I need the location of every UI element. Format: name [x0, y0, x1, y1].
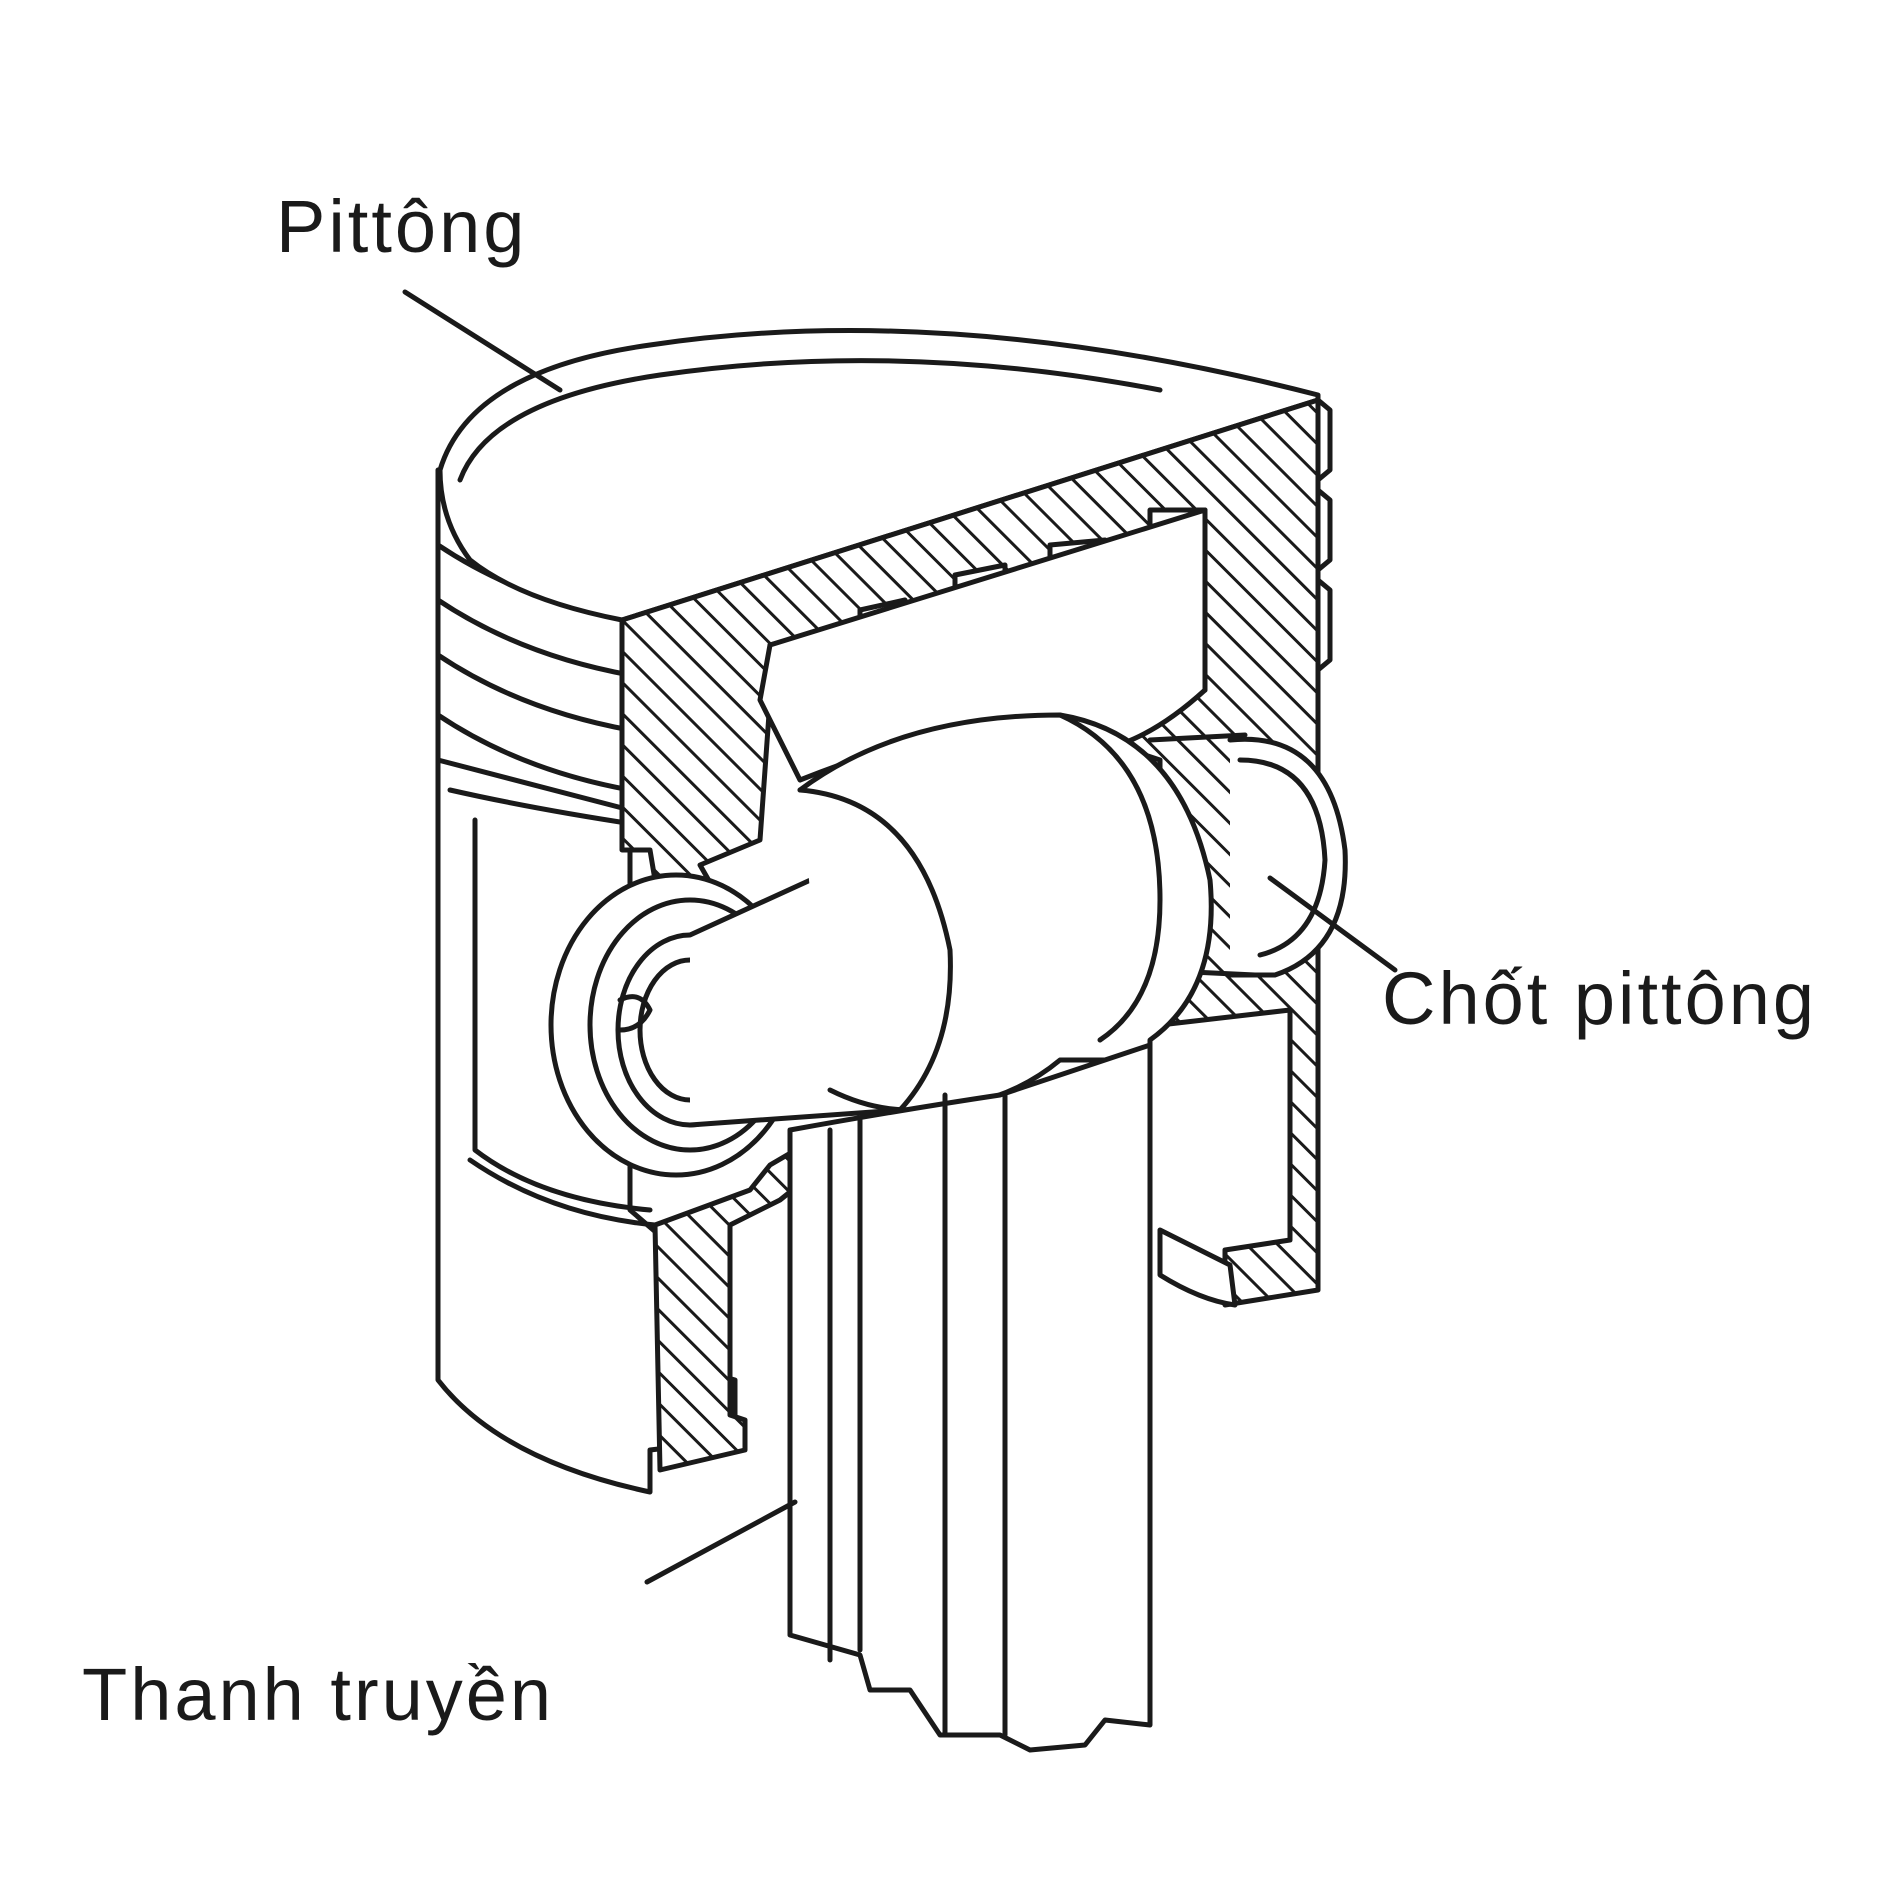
label-piston-pin: Chốt pittông	[1382, 957, 1818, 1040]
ring-groove-3	[435, 652, 633, 733]
label-piston: Pittông	[276, 185, 528, 268]
leader-piston	[402, 289, 563, 393]
skirt-recess	[472, 817, 653, 1213]
piston-crown	[437, 328, 1321, 623]
pin-right-end	[1227, 736, 1348, 978]
label-connecting-rod: Thanh truyền	[82, 1653, 555, 1736]
ring-groove-2	[435, 597, 633, 678]
connecting-rod	[787, 1042, 1153, 1753]
leader-connecting-rod	[644, 1499, 798, 1585]
ring-groove-4	[435, 712, 633, 793]
right-ring-land	[1315, 397, 1333, 673]
cut-section-lower-left	[652, 1127, 833, 1473]
leader-piston-pin	[1267, 875, 1398, 973]
cut-floor	[1157, 1227, 1238, 1308]
